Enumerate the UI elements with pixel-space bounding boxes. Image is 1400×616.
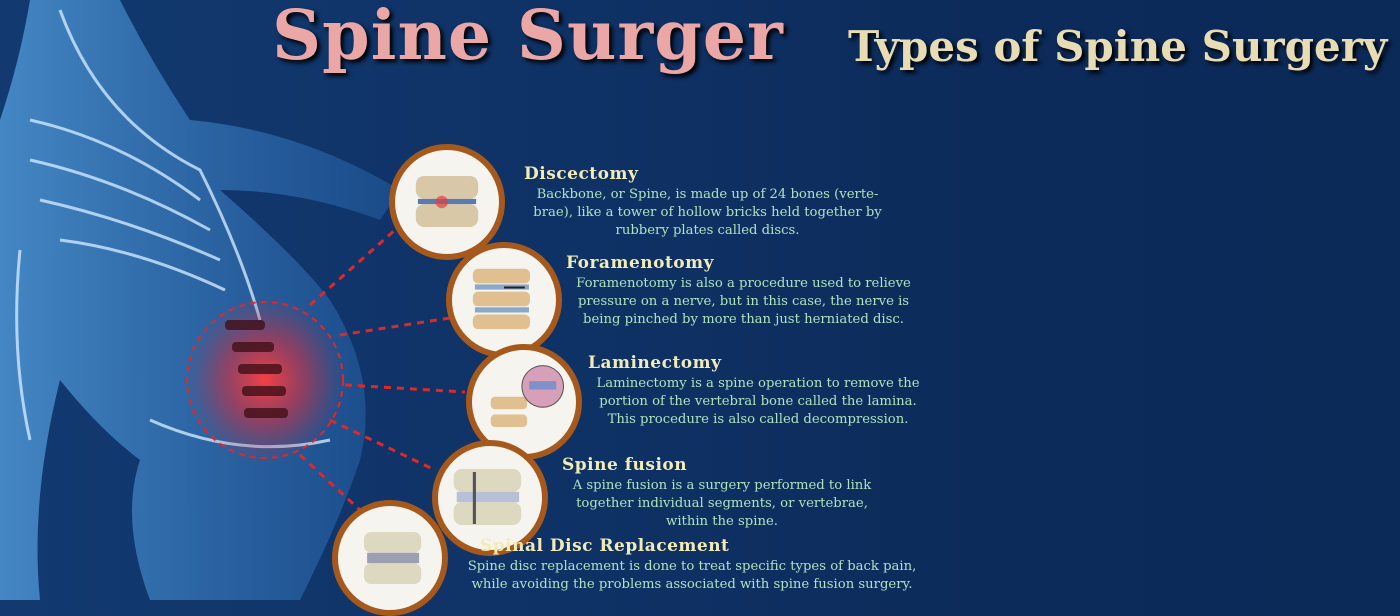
procedure-text: while avoiding the problems associated w… <box>471 577 913 592</box>
connector-disc-replacement <box>298 453 362 512</box>
connector-spine-fusion <box>329 418 436 472</box>
procedure-title: Spine fusion <box>562 455 688 475</box>
procedure-text: together individual segments, or vertebr… <box>576 496 868 511</box>
procedure-title: Discectomy <box>524 164 639 184</box>
foramenotomy-image <box>446 242 562 358</box>
procedure-disc-replacement: Spinal Disc Replacement Spine disc repla… <box>462 536 922 594</box>
connector-lines <box>298 228 466 512</box>
procedure-text: rubbery plates called discs. <box>615 223 800 238</box>
procedure-text: within the spine. <box>666 514 778 529</box>
spine-fusion-image <box>432 440 548 556</box>
page-title: Spine Surger <box>272 0 784 76</box>
procedure-text: This procedure is also called decompress… <box>607 412 909 427</box>
procedure-laminectomy: Laminectomy Laminectomy is a spine opera… <box>588 353 928 429</box>
procedure-title: Laminectomy <box>588 353 722 373</box>
procedure-text: pressure on a nerve, but in this case, t… <box>577 294 910 309</box>
procedure-title: Foramenotomy <box>566 253 715 273</box>
procedure-text: Backbone, or Spine, is made up of 24 bon… <box>536 187 879 202</box>
connector-foramenotomy <box>339 316 451 337</box>
procedure-text: A spine fusion is a surgery performed to… <box>572 478 872 493</box>
procedure-text: brae), like a tower of hollow bricks hel… <box>533 205 882 220</box>
connector-discectomy <box>309 228 396 307</box>
discectomy-image <box>389 144 505 260</box>
procedure-foramenotomy: Foramenotomy Foramenotomy is also a proc… <box>566 253 921 329</box>
procedure-title: Spinal Disc Replacement <box>480 536 730 556</box>
procedure-spine-fusion: Spine fusion A spine fusion is a surgery… <box>562 455 882 531</box>
procedure-text: Foramenotomy is also a procedure used to… <box>576 276 911 291</box>
procedure-text: portion of the vertebral bone called the… <box>599 394 917 409</box>
procedure-text: Spine disc replacement is done to treat … <box>467 559 917 574</box>
procedure-text: being pinched by more than just herniate… <box>583 312 904 327</box>
page-subtitle: Types of Spine Surgery <box>848 22 1388 71</box>
procedure-text: Laminectomy is a spine operation to remo… <box>596 376 920 391</box>
procedure-discectomy: Discectomy Backbone, or Spine, is made u… <box>515 164 900 240</box>
xray-body-illustration <box>0 0 400 600</box>
connector-laminectomy <box>344 383 466 394</box>
disc-replacement-image <box>332 500 448 616</box>
